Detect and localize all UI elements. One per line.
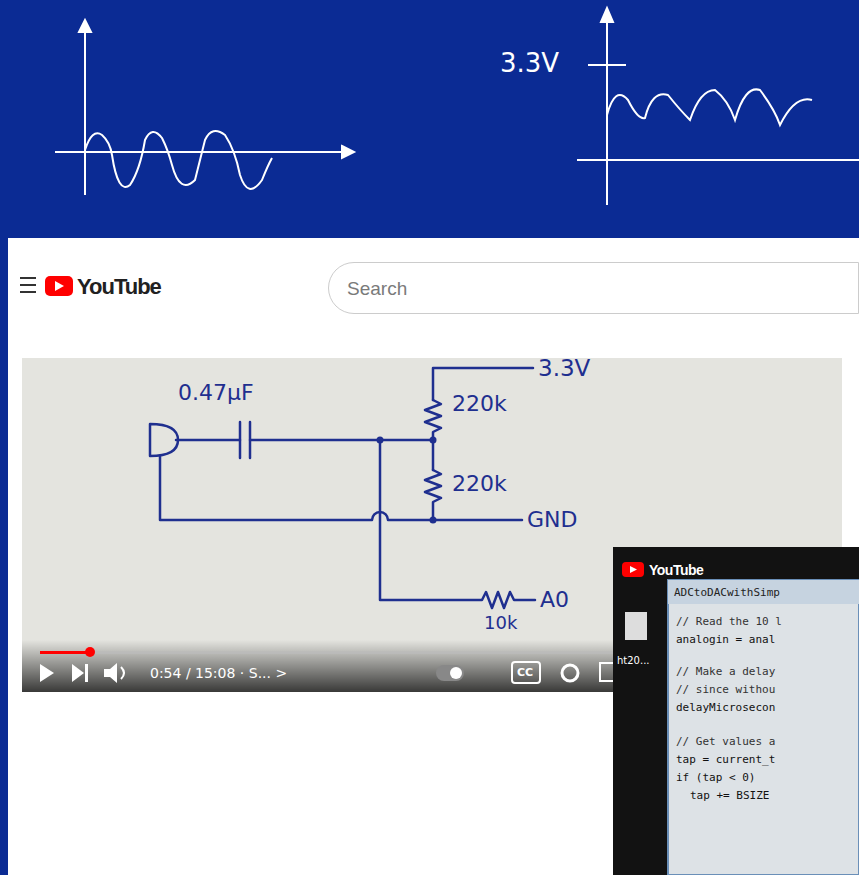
ground-label: GND bbox=[527, 509, 577, 531]
code-screenshot bbox=[613, 547, 859, 875]
code-line: // Get values a bbox=[676, 736, 775, 747]
code-line: analogin = anal bbox=[676, 634, 775, 645]
code-line: if (tap < 0) bbox=[676, 772, 755, 783]
logo-text: YouTube bbox=[77, 276, 161, 298]
menu-icon bbox=[20, 278, 36, 292]
code-line: delayMicrosecon bbox=[676, 702, 775, 713]
file-title: ADCtoDACwithSimp bbox=[674, 587, 780, 598]
control-icons bbox=[40, 662, 622, 683]
resistor-value: 220k bbox=[452, 473, 507, 495]
circuit-drawing bbox=[150, 368, 535, 608]
resistor-value: 220k bbox=[452, 393, 507, 415]
code-line: tap += BSIZE bbox=[690, 790, 769, 801]
logo-icon bbox=[45, 276, 73, 296]
logo-text: YouTube bbox=[649, 563, 703, 577]
file-name: ht20... bbox=[617, 656, 650, 666]
waveform-plots bbox=[55, 8, 859, 205]
resistor-value: 10k bbox=[484, 614, 517, 632]
code-line: // Read the 10 l bbox=[676, 616, 782, 627]
capacitor-value: 0.47μF bbox=[178, 382, 254, 404]
code-line: // Make a delay bbox=[676, 666, 775, 677]
pin-name: A0 bbox=[540, 589, 569, 611]
search-placeholder: Search bbox=[347, 279, 407, 298]
axis-label: 3.3V bbox=[500, 50, 559, 76]
page-panel bbox=[8, 238, 859, 875]
code-line: tap = current_t bbox=[676, 754, 775, 765]
video-frame bbox=[22, 358, 842, 692]
search-box: Search bbox=[328, 262, 859, 314]
code-line: // since withou bbox=[676, 684, 775, 695]
time-display: 0:54 / 15:08 · S... > bbox=[150, 666, 287, 680]
voltage-label: 3.3V bbox=[538, 357, 590, 380]
caption-icon: CC bbox=[517, 667, 533, 678]
